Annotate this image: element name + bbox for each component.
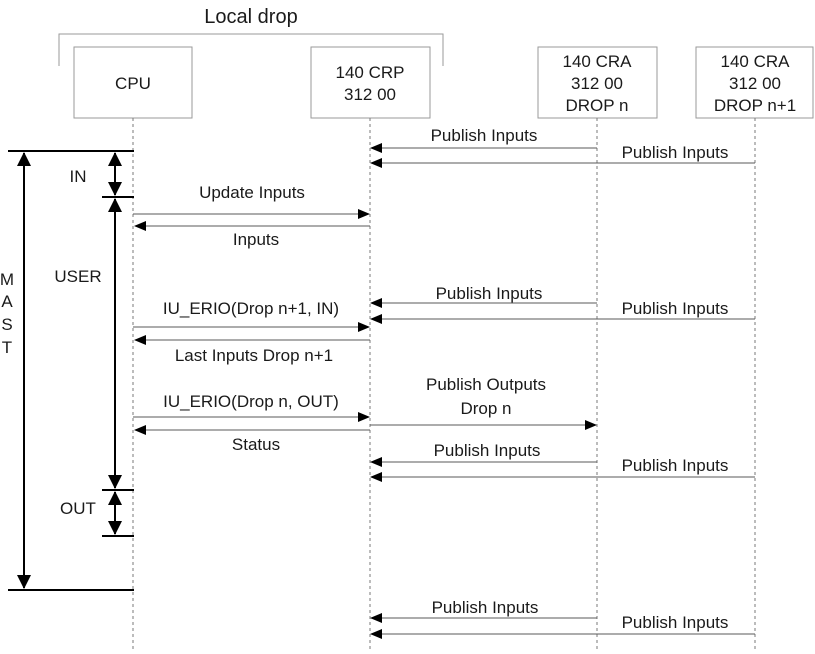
message-publish-inputs-n-4: Publish Inputs [370,598,597,623]
cra-drop-n-line1: 140 CRA [563,52,633,71]
publish-inputs-n1-4-label: Publish Inputs [622,613,729,632]
publish-inputs-n-3-label: Publish Inputs [434,441,541,460]
message-last-inputs: Last Inputs Drop n+1 [134,335,370,365]
publish-inputs-n-1-label: Publish Inputs [431,126,538,145]
cra-drop-n-line3: DROP n [566,96,629,115]
user-label: USER [54,267,101,286]
mast-letter-s: S [1,315,12,334]
message-publish-inputs-n1-3: Publish Inputs [370,456,755,482]
local-drop-label: Local drop [204,6,297,28]
message-update-inputs: Update Inputs [133,183,370,219]
participant-cra-drop-n: 140 CRA 312 00 DROP n [537,46,658,119]
message-publish-inputs-n1-1: Publish Inputs [370,143,755,168]
publish-inputs-n1-3-label: Publish Inputs [622,456,729,475]
message-publish-inputs-n1-2: Publish Inputs [370,299,755,324]
message-publish-inputs-n-1: Publish Inputs [370,126,597,153]
out-label: OUT [60,499,96,518]
participant-cra-drop-n1: 140 CRA 312 00 DROP n+1 [695,46,814,119]
local-drop-group: Local drop [58,6,444,66]
mast-letter-t: T [2,338,12,357]
message-publish-inputs-n-2: Publish Inputs [370,284,597,308]
mast-letter-m: M [0,270,14,289]
inputs-label: Inputs [233,230,279,249]
publish-inputs-n-4-label: Publish Inputs [432,598,539,617]
status-label: Status [232,435,280,454]
iu-erio-in-label: IU_ERIO(Drop n+1, IN) [163,299,339,318]
participant-cpu: CPU [73,46,193,119]
publish-inputs-n1-1-label: Publish Inputs [622,143,729,162]
message-publish-inputs-n1-4: Publish Inputs [370,613,755,639]
update-inputs-label: Update Inputs [199,183,305,202]
participant-crp: 140 CRP 312 00 [310,46,431,119]
in-label: IN [70,167,87,186]
message-publish-inputs-n-3: Publish Inputs [370,441,597,467]
cra-drop-n-line2: 312 00 [571,74,623,93]
message-status: Status [134,425,370,454]
local-drop-bracket [58,33,444,66]
message-iu-erio-in: IU_ERIO(Drop n+1, IN) [133,299,370,332]
message-iu-erio-out: IU_ERIO(Drop n, OUT) [133,392,370,422]
crp-box [310,46,431,119]
crp-label-line2: 312 00 [344,85,396,104]
publish-outputs-label-line2: Drop n [460,399,511,418]
publish-outputs-label-line1: Publish Outputs [426,375,546,394]
mast-indicator: M A S T [0,150,134,591]
mast-letter-a: A [1,292,13,311]
cra-drop-n1-line1: 140 CRA [721,52,791,71]
phase-indicators: IN USER OUT [54,152,134,537]
cpu-box [73,46,193,119]
cpu-label: CPU [115,74,151,93]
message-inputs: Inputs [134,221,370,249]
cra-drop-n1-box [695,46,814,119]
last-inputs-label: Last Inputs Drop n+1 [175,346,333,365]
cra-drop-n1-line2: 312 00 [729,74,781,93]
crp-label-line1: 140 CRP [336,63,405,82]
cra-drop-n1-line3: DROP n+1 [714,96,796,115]
message-publish-outputs: Publish Outputs Drop n [370,375,597,430]
publish-inputs-n-2-label: Publish Inputs [436,284,543,303]
iu-erio-out-label: IU_ERIO(Drop n, OUT) [163,392,339,411]
publish-inputs-n1-2-label: Publish Inputs [622,299,729,318]
